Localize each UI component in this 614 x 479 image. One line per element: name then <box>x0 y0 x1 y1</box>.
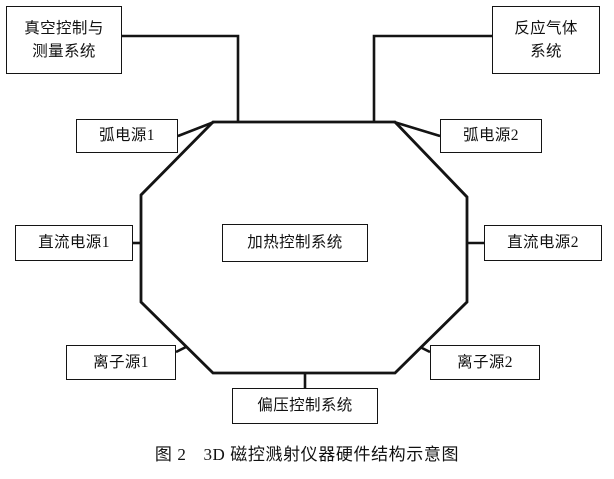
node-gas-line2: 系统 <box>530 43 562 60</box>
node-vacuum-line2: 测量系统 <box>32 43 96 60</box>
leader-left-lower-face <box>140 301 214 374</box>
figure-caption-text: 3D 磁控溅射仪器硬件结构示意图 <box>203 445 460 464</box>
node-arc-power-supply-1[interactable]: 弧电源1 <box>76 119 178 153</box>
node-bias-control-system[interactable]: 偏压控制系统 <box>232 388 378 424</box>
figure-caption: 图 2 3D 磁控溅射仪器硬件结构示意图 <box>0 440 614 465</box>
leader-right-lower-face <box>394 301 468 374</box>
node-reaction-gas-system[interactable]: 反应气体 系统 <box>492 6 600 74</box>
node-heat-label: 加热控制系统 <box>247 234 343 251</box>
node-ion2-label: 离子源2 <box>457 353 513 371</box>
node-dc2-label: 直流电源2 <box>507 234 579 251</box>
node-vacuum-control-system[interactable]: 真空控制与 测量系统 <box>6 6 122 74</box>
node-vacuum-line1: 真空控制与 <box>24 19 104 37</box>
node-arc-power-supply-2[interactable]: 弧电源2 <box>440 119 542 153</box>
node-bias-label: 偏压控制系统 <box>257 397 353 414</box>
node-ion-source-2[interactable]: 离子源2 <box>430 345 540 380</box>
figure-caption-label: 图 2 <box>154 445 187 464</box>
node-gas-line1: 反应气体 <box>514 19 578 37</box>
leader-left-upper-face <box>140 121 214 196</box>
node-heating-control-system[interactable]: 加热控制系统 <box>222 224 368 262</box>
connector-vacuum-to-chamber <box>122 34 240 122</box>
node-dc1-label: 直流电源1 <box>38 234 110 251</box>
node-arc2-label: 弧电源2 <box>463 127 519 144</box>
node-ion-source-1[interactable]: 离子源1 <box>66 345 176 380</box>
leader-right-upper-face <box>394 121 468 198</box>
node-dc-power-supply-1[interactable]: 直流电源1 <box>15 225 133 261</box>
leader-arc1 <box>177 121 215 137</box>
node-arc1-label: 弧电源1 <box>99 127 155 144</box>
node-ion1-label: 离子源1 <box>93 353 149 371</box>
node-dc-power-supply-2[interactable]: 直流电源2 <box>484 225 602 261</box>
connector-gas-to-chamber <box>372 34 492 122</box>
connector-ion1-to-chamber <box>175 345 187 354</box>
leader-arc2 <box>393 121 441 137</box>
